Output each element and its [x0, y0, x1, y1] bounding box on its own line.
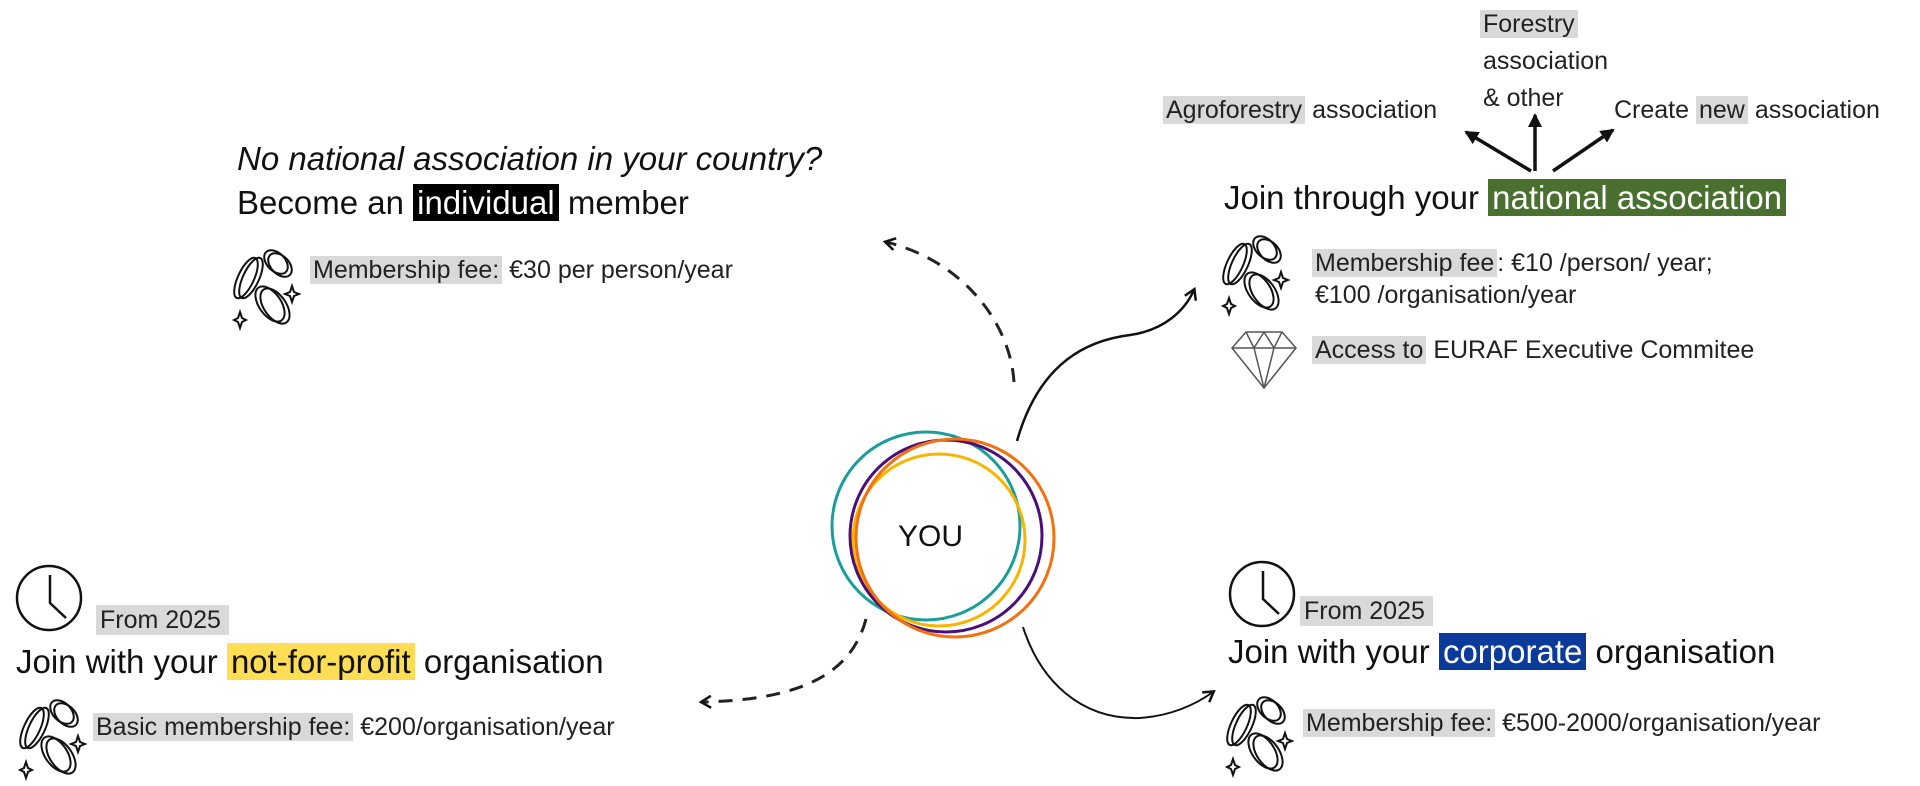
fee-value: €30 per person/year — [509, 256, 733, 284]
fee-value-line1: : €10 /person/ year; — [1497, 249, 1713, 277]
clock-icon-nonprofit — [15, 564, 83, 632]
nonprofit-title-prefix: Join with your — [16, 643, 218, 680]
option-create-highlight: new — [1696, 96, 1748, 124]
coins-icon-nonprofit — [14, 694, 86, 780]
corporate-fee: Membership fee: €500-2000/organisation/y… — [1303, 707, 1820, 739]
access-label: Access to — [1312, 336, 1427, 364]
coins-icon-national — [1217, 230, 1289, 316]
fee-value: €500-2000/organisation/year — [1502, 709, 1821, 737]
option-forestry-line2: association — [1483, 47, 1609, 75]
arrow-agroforestry — [1464, 130, 1532, 173]
nonprofit-highlight: not-for-profit — [226, 643, 415, 680]
corporate-title-prefix: Join with your — [1228, 633, 1430, 670]
fee-value: €200/organisation/year — [360, 713, 615, 741]
fee-label: Basic membership fee: — [93, 713, 354, 741]
clock-icon-corporate — [1228, 560, 1296, 628]
ring-orange — [854, 437, 1056, 639]
national-fee: Membership fee: €10 /person/ year; €100 … — [1312, 247, 1713, 311]
nonprofit-title-suffix: organisation — [423, 643, 604, 680]
arrow-to-corporate — [1022, 626, 1213, 720]
fee-label: Membership fee: — [1303, 709, 1496, 737]
corporate-title-suffix: organisation — [1595, 633, 1776, 670]
from-badge: From 2025 — [1300, 596, 1433, 626]
option-agroforestry: Agroforestry association — [1163, 94, 1437, 126]
option-forestry-line3: & other — [1483, 84, 1564, 112]
you-label: YOU — [898, 520, 964, 553]
option-create-new: Create new association — [1614, 94, 1880, 126]
arrow-to-national — [1015, 290, 1194, 442]
nonprofit-title: Join with your not-for-profit organisati… — [16, 642, 604, 682]
diamond-icon — [1231, 330, 1297, 390]
fee-label: Membership fee — [1312, 249, 1498, 277]
option-forestry-highlight: Forestry — [1480, 10, 1578, 38]
fee-label: Membership fee: — [310, 256, 503, 284]
access-value: EURAF Executive Commitee — [1433, 336, 1755, 364]
individual-fee: Membership fee: €30 per person/year — [310, 254, 733, 286]
corporate-title: Join with your corporate organisation — [1228, 632, 1775, 672]
fee-value-line2: €100 /organisation/year — [1315, 281, 1577, 309]
individual-question: No national association in your country? — [237, 140, 823, 177]
nonprofit-from: From 2025 — [96, 604, 229, 636]
option-create-prefix: Create — [1614, 96, 1690, 124]
national-title: Join through your national association — [1224, 178, 1787, 218]
ring-yellow — [851, 452, 1027, 628]
individual-title-prefix: Become an — [237, 184, 404, 221]
coins-icon — [231, 249, 302, 332]
nonprofit-fee: Basic membership fee: €200/organisation/… — [93, 711, 615, 743]
option-forestry: Forestry association & other — [1480, 6, 1608, 117]
corporate-highlight: corporate — [1438, 633, 1587, 670]
individual-highlight: individual — [413, 184, 559, 221]
arrow-to-individual — [886, 242, 1016, 383]
option-agroforestry-highlight: Agroforestry — [1163, 96, 1306, 124]
individual-title: Become an individual member — [237, 183, 689, 223]
national-highlight: national association — [1488, 179, 1787, 216]
arrow-create-new — [1552, 128, 1615, 173]
corporate-from: From 2025 — [1300, 595, 1433, 627]
national-title-prefix: Join through your — [1224, 179, 1479, 216]
option-create-suffix: association — [1754, 96, 1880, 124]
option-agroforestry-rest: association — [1312, 96, 1438, 124]
you-rings — [830, 430, 1056, 639]
coins-icon-corporate — [1221, 691, 1293, 777]
individual-title-suffix: member — [567, 184, 689, 221]
arrow-to-nonprofit — [702, 618, 868, 702]
ring-teal — [830, 430, 1022, 622]
from-badge: From 2025 — [96, 605, 229, 635]
national-access: Access to EURAF Executive Commitee — [1312, 334, 1754, 366]
